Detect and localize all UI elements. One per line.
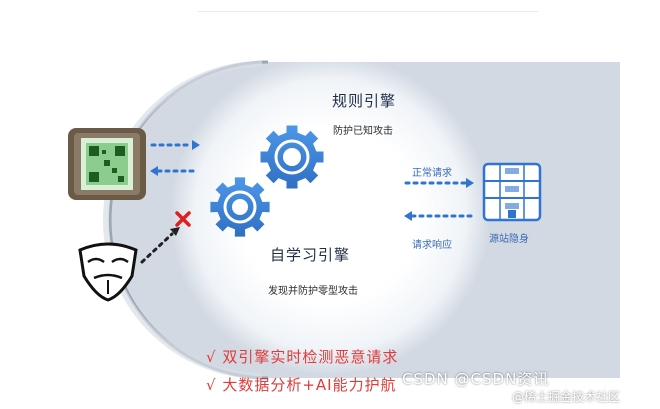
hacker-mask-icon [78,242,138,302]
self-learning-engine-subtitle: 发现并防护零型攻击 [268,286,358,297]
watermark-secondary: @稀土掘金技术社区 [512,390,621,404]
client-request-arrow [150,140,200,150]
blocked-x-icon [175,211,191,227]
feature-item: √ 大数据分析+AI能力护航 [206,376,397,394]
server-icon [482,162,542,222]
gear-icon [210,177,270,237]
request-response-label: 请求响应 [412,240,452,251]
normal-request-label: 正常请求 [412,168,452,179]
attack-arrow [140,227,180,264]
normal-request-arrow [404,178,474,188]
server-label: 源站隐身 [489,234,529,245]
gear-icon [260,125,324,189]
top-divider-line [198,11,538,12]
shield-arc [103,60,620,380]
client-response-arrow [150,166,200,176]
rule-engine-subtitle: 防护已知攻击 [333,126,393,137]
self-learning-engine-title: 自学习引擎 [270,246,351,264]
feature-item: √ 双引擎实时检测恶意请求 [206,348,399,366]
qr-code-icon [68,128,146,200]
watermark-primary: CSDN @CSDN资讯 [402,370,550,388]
rule-engine-title: 规则引擎 [332,92,397,110]
request-response-arrow [404,211,474,221]
